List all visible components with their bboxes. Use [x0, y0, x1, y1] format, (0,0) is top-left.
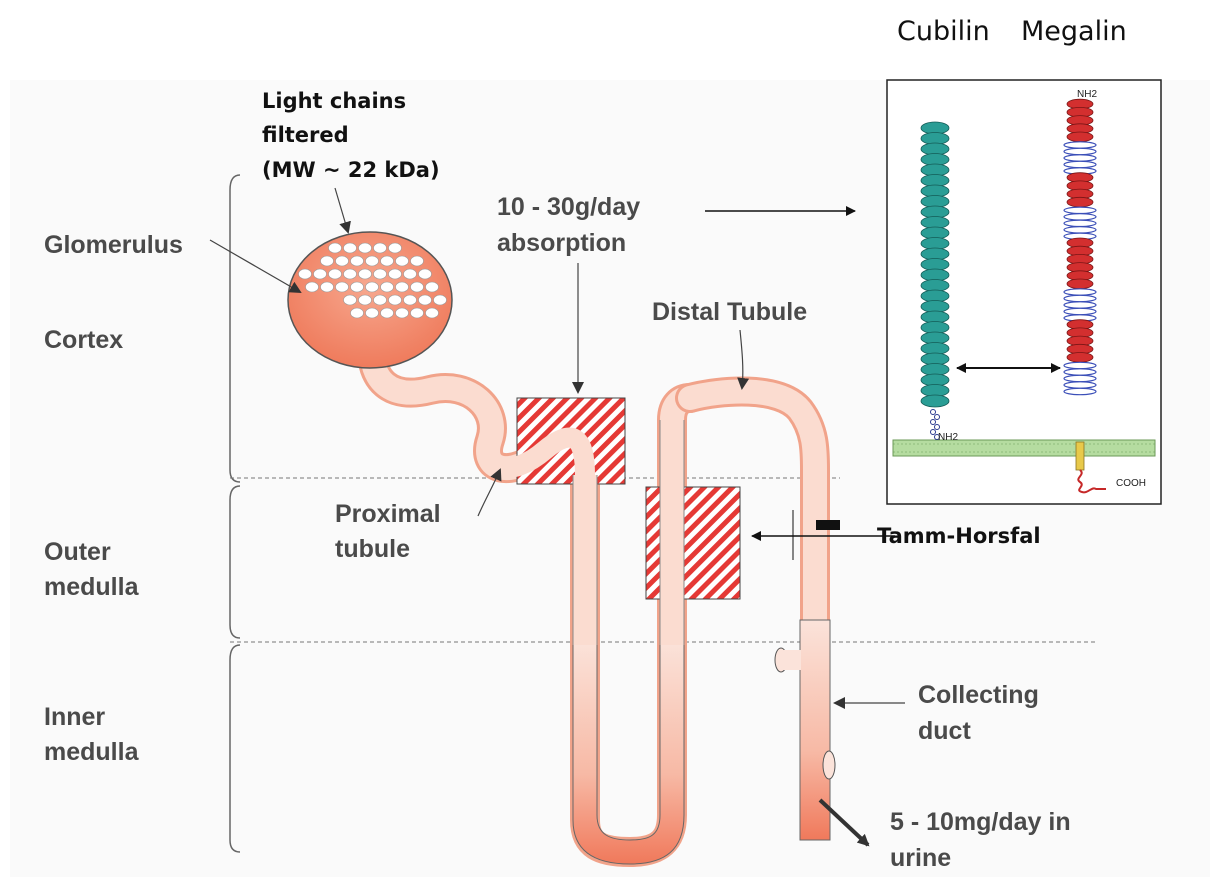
glomerulus-pore — [419, 269, 432, 279]
cubilin-header: Cubilin — [897, 16, 990, 47]
proximal-tubule-label-2: tubule — [335, 535, 410, 563]
glomerulus-pore — [351, 282, 364, 292]
megalin-blue-domain — [1064, 388, 1096, 394]
megalin-blue-domain — [1064, 369, 1096, 375]
glomerulus-pore — [321, 256, 334, 266]
glomerulus-pore — [411, 308, 424, 318]
megalin-transmembrane — [1076, 442, 1084, 470]
cell-membrane — [893, 440, 1155, 456]
glomerulus-pore — [389, 243, 402, 253]
urine-label-2: urine — [890, 844, 951, 872]
megalin-blue-domain — [1064, 289, 1096, 295]
glomerulus-pore — [426, 308, 439, 318]
inner-medulla-label-2: medulla — [44, 738, 140, 766]
urine-label-1: 5 - 10mg/day in — [890, 808, 1071, 836]
megalin-nh2-label: NH2 — [1077, 89, 1097, 100]
megalin-blue-domain — [1064, 375, 1096, 381]
glomerulus-pore — [359, 243, 372, 253]
glomerulus-pore — [374, 269, 387, 279]
side-duct-lower — [823, 751, 835, 779]
outer-medulla-label-2: medulla — [44, 573, 140, 601]
megalin-red-domain — [1067, 279, 1093, 289]
glomerulus-pore — [434, 295, 447, 305]
megalin-blue-domain — [1064, 214, 1096, 220]
glomerulus-pore — [404, 269, 417, 279]
glomerulus-pore — [411, 256, 424, 266]
glomerulus-pore — [396, 308, 409, 318]
glomerulus-pore — [329, 269, 342, 279]
ascending-limb — [660, 420, 684, 645]
glomerulus-pore — [374, 295, 387, 305]
glomerulus-pore — [374, 243, 387, 253]
glomerulus-pore — [329, 243, 342, 253]
glomerulus-pore — [396, 256, 409, 266]
megalin-red-domain — [1067, 197, 1093, 207]
glomerulus-pore — [381, 308, 394, 318]
glomerulus-pore — [299, 269, 312, 279]
tamm-horsfal-marker — [816, 520, 840, 530]
glomerulus-pore — [344, 295, 357, 305]
megalin-blue-domain — [1064, 227, 1096, 233]
glomerulus-pore — [426, 282, 439, 292]
glomerulus-pore — [344, 269, 357, 279]
absorption-label-2: absorption — [497, 229, 626, 257]
inner-medulla-label-1: Inner — [44, 703, 105, 731]
cubilin-nh2-label: NH2 — [938, 432, 958, 443]
glomerulus-pore — [359, 269, 372, 279]
collecting-duct-label-1: Collecting — [918, 681, 1039, 709]
megalin-header: Megalin — [1021, 16, 1127, 47]
light-chains-label-2: filtered — [262, 123, 349, 147]
cooh-label: COOH — [1116, 478, 1146, 489]
megalin-blue-domain — [1064, 161, 1096, 167]
distal-tubule-label: Distal Tubule — [652, 298, 807, 326]
megalin-blue-domain — [1064, 362, 1096, 368]
glomerulus-pore — [381, 282, 394, 292]
megalin-blue-domain — [1064, 142, 1096, 148]
glomerulus-pore — [321, 282, 334, 292]
megalin-blue-domain — [1064, 220, 1096, 226]
collecting-duct-label-2: duct — [918, 717, 971, 745]
glomerulus-pore — [351, 256, 364, 266]
glomerulus-pore — [404, 295, 417, 305]
glomerulus-label: Glomerulus — [44, 231, 183, 259]
descending-limb — [573, 475, 597, 645]
glomerulus-pore — [359, 295, 372, 305]
glomerulus-pore — [411, 282, 424, 292]
glomerulus-pore — [381, 256, 394, 266]
glomerulus-pore — [351, 308, 364, 318]
megalin-blue-domain — [1064, 308, 1096, 314]
megalin-blue-domain — [1064, 148, 1096, 154]
megalin-blue-domain — [1064, 155, 1096, 161]
megalin-blue-domain — [1064, 207, 1096, 213]
glomerulus-pore — [366, 282, 379, 292]
glomerulus-pore — [389, 295, 402, 305]
absorption-label-1: 10 - 30g/day — [497, 193, 640, 221]
glomerulus-pore — [396, 282, 409, 292]
light-chains-label-3: (MW ~ 22 kDa) — [262, 158, 440, 182]
cubilin-domain — [921, 395, 949, 407]
glomerulus-pore — [306, 282, 319, 292]
glomerulus-pore — [419, 295, 432, 305]
glomerulus-pore — [336, 256, 349, 266]
megalin-blue-domain — [1064, 295, 1096, 301]
proximal-tubule-label-1: Proximal — [335, 500, 441, 528]
megalin-red-domain — [1067, 353, 1093, 363]
glomerulus-pore — [366, 256, 379, 266]
megalin-blue-domain — [1064, 302, 1096, 308]
glomerulus-pore — [366, 308, 379, 318]
glomerulus-pore — [344, 243, 357, 253]
glomerulus-pore — [314, 269, 327, 279]
cortex-label: Cortex — [44, 326, 123, 354]
light-chains-label-1: Light chains — [262, 89, 406, 113]
glomerulus-pore — [336, 282, 349, 292]
glomerulus-pore — [389, 269, 402, 279]
tamm-horsfal-label: Tamm-Horsfal — [877, 524, 1041, 548]
receptor-inset: NH2 NH2 COOH — [887, 80, 1161, 504]
megalin-red-domain — [1067, 132, 1093, 142]
megalin-blue-domain — [1064, 382, 1096, 388]
outer-medulla-label-1: Outer — [44, 538, 111, 566]
